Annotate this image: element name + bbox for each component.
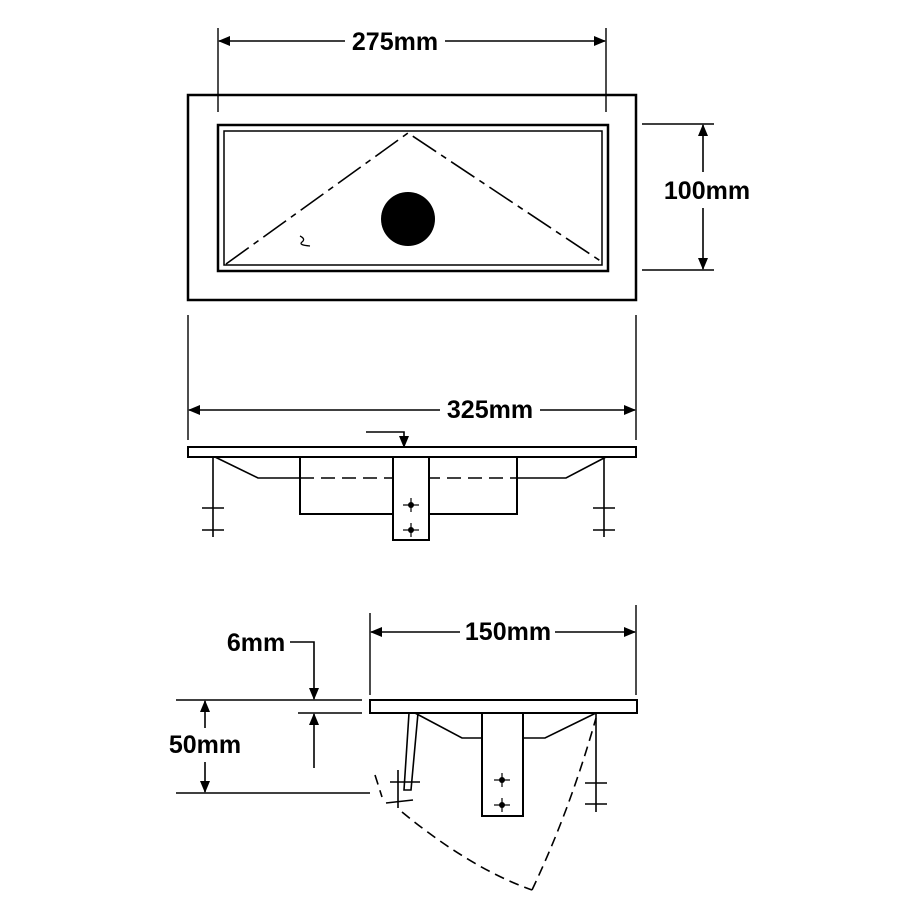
side-bolt-upper bbox=[494, 773, 510, 787]
drain-outlet bbox=[381, 192, 435, 246]
front-flange-plate bbox=[187, 446, 637, 458]
front-view: 325mm bbox=[187, 315, 637, 541]
top-view-inner-frame-outer bbox=[216, 123, 610, 273]
side-flap bbox=[403, 712, 419, 791]
front-fixing-screw-left bbox=[202, 457, 224, 537]
top-view-squiggle bbox=[299, 235, 311, 247]
dim-100-label: 100mm bbox=[664, 177, 750, 205]
dim-325-label: 325mm bbox=[447, 396, 533, 424]
top-view-outer-frame bbox=[186, 93, 638, 302]
front-fixing-screw-right bbox=[593, 457, 615, 537]
side-flap-base bbox=[385, 799, 414, 804]
front-leader-arrow bbox=[366, 431, 409, 448]
dim-275-label: 275mm bbox=[352, 28, 438, 56]
dim-50-label: 50mm bbox=[169, 731, 241, 759]
top-view-fall-lines bbox=[225, 132, 603, 265]
top-view-inner-frame-inner bbox=[223, 130, 603, 266]
side-fixing-screw-right bbox=[585, 713, 607, 812]
top-view: 275mm 100mm bbox=[186, 28, 750, 302]
front-slope-right bbox=[517, 456, 607, 479]
dim-6-arrow-top bbox=[290, 641, 319, 700]
side-bolt-lower bbox=[494, 798, 510, 812]
front-bolt-upper bbox=[403, 498, 419, 512]
side-flange-plate bbox=[369, 699, 638, 714]
dim-6-label: 6mm bbox=[227, 629, 285, 657]
side-view: 150mm 6mm 50mm bbox=[169, 605, 638, 891]
side-swing-arc-right bbox=[531, 717, 597, 891]
front-slope-left bbox=[214, 456, 300, 479]
front-bolt-lower bbox=[403, 523, 419, 537]
dim-150-label: 150mm bbox=[465, 618, 551, 646]
side-swing-arc-left bbox=[374, 774, 533, 891]
